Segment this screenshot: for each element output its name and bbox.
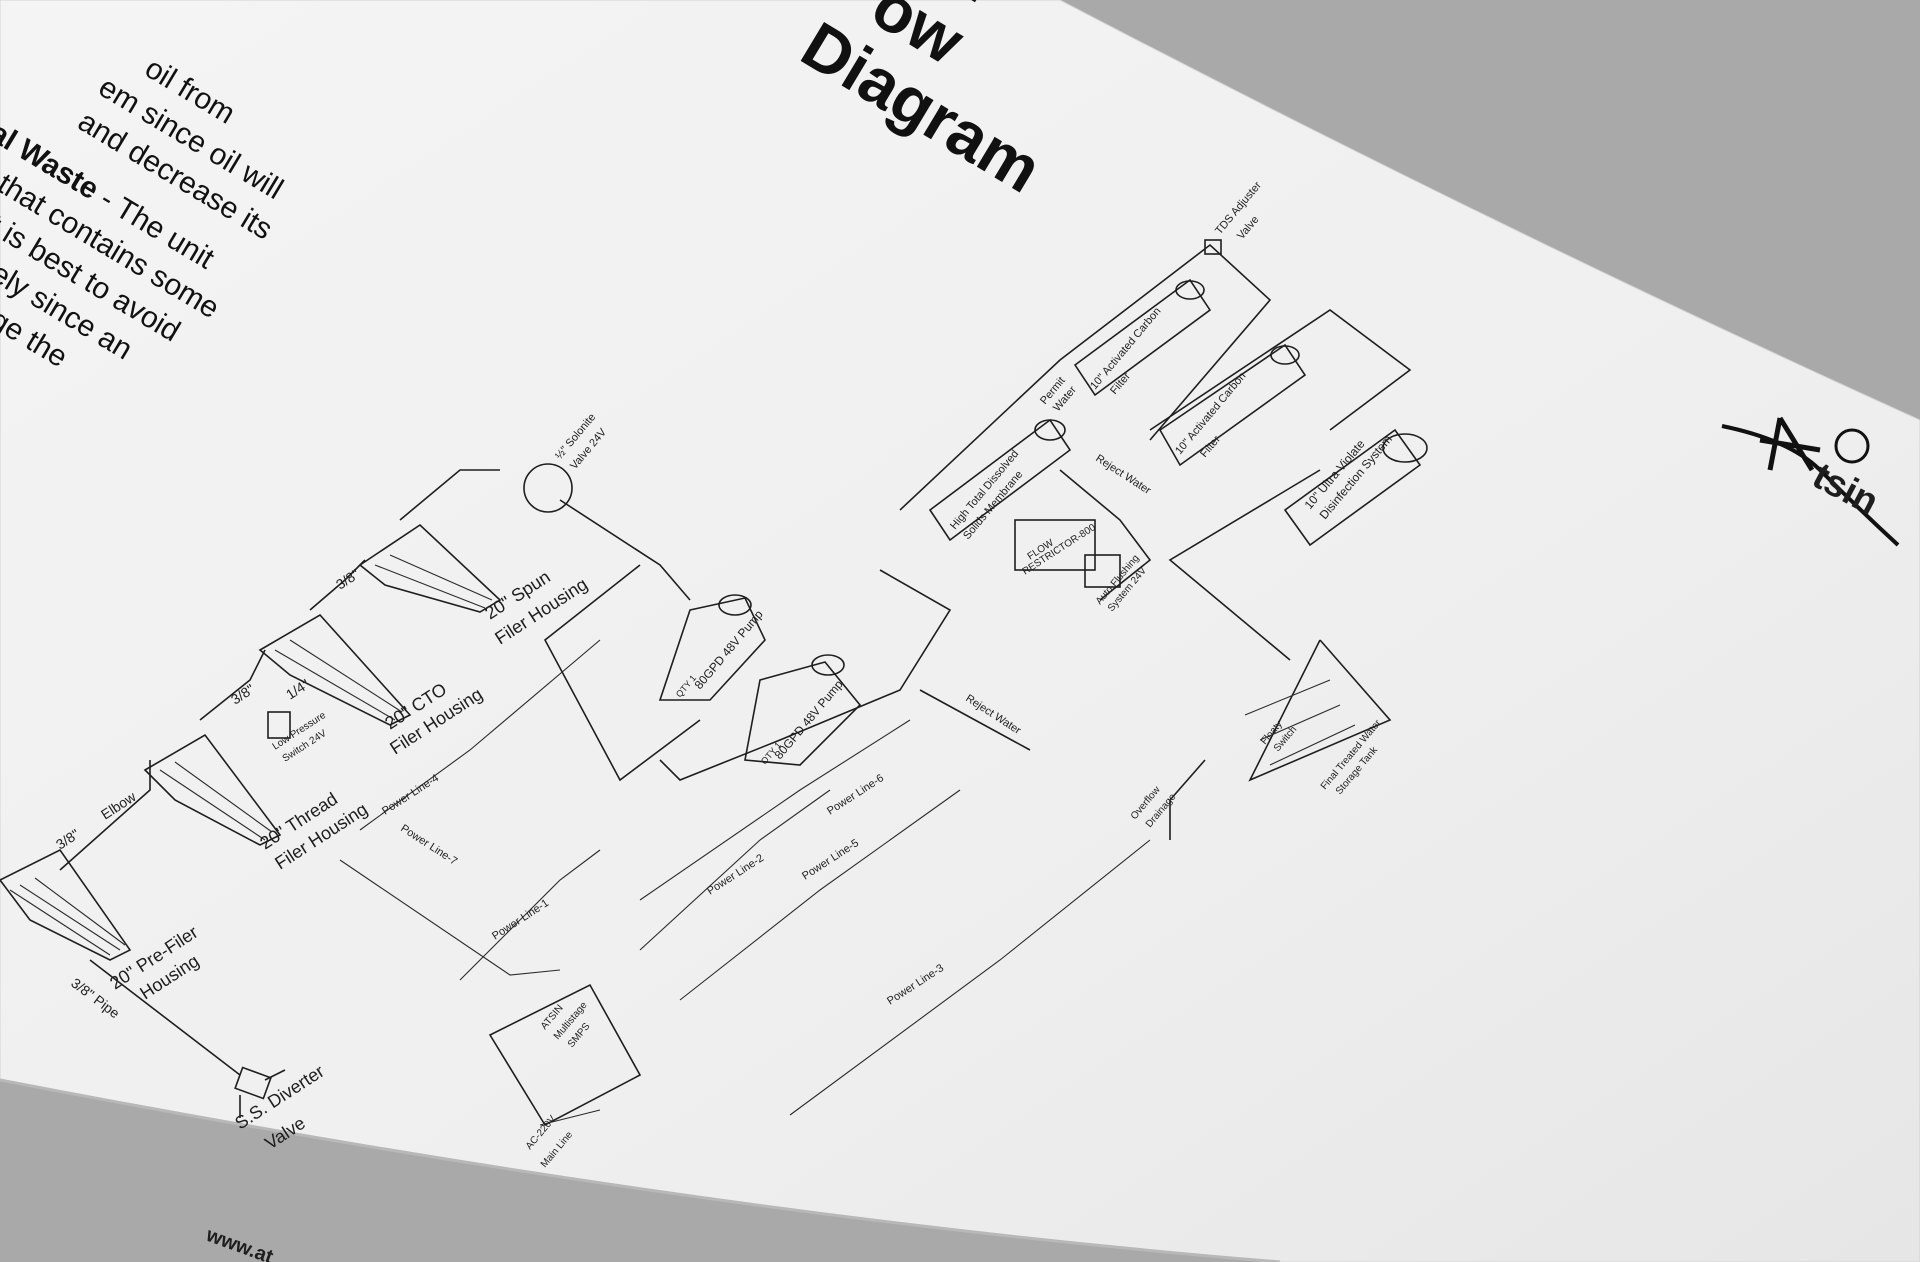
pump-1 <box>658 594 766 701</box>
pipe-thread-to-cto <box>199 649 266 721</box>
pipe-inlet <box>89 959 241 1076</box>
pipe-reject-2 <box>919 689 1031 751</box>
pipe-spun-to-solenoid <box>399 469 500 521</box>
membrane-housing <box>928 418 1072 542</box>
pipe-loop-pump2 <box>659 569 952 781</box>
pump-2 <box>744 654 862 766</box>
carbon-filter-1 <box>1073 278 1212 397</box>
power-line-2 <box>639 789 831 951</box>
pipe-solenoid-out <box>559 499 691 601</box>
power-line-4 <box>359 639 601 831</box>
power-line-6 <box>639 719 911 901</box>
logo-swoosh-icon <box>1721 424 1900 547</box>
auto-flushing-system <box>1084 554 1121 588</box>
pipe-cto-to-spun <box>309 559 366 611</box>
pipe-prefilter-to-thread <box>59 760 151 871</box>
tank-water-lines <box>1244 679 1356 766</box>
flow-restrictor <box>1014 519 1096 571</box>
prefilter-housing <box>0 848 132 961</box>
carbon-filter-2 <box>1158 343 1307 467</box>
tds-adjuster-valve <box>1204 239 1222 255</box>
footer-url: www.at <box>202 1224 276 1262</box>
pipe-outer-top <box>899 243 1272 511</box>
paper-shadow-edge <box>0 1078 1281 1262</box>
solenoid-valve <box>523 463 573 513</box>
power-line-7 <box>339 859 561 976</box>
overflow-pipe <box>1169 759 1206 840</box>
power-line-main <box>539 1109 601 1126</box>
pipe-loop-pump1 <box>543 564 701 782</box>
low-pressure-switch <box>267 711 291 739</box>
uv-disinfection-system <box>1283 428 1428 547</box>
spun-filter-housing <box>358 523 502 613</box>
diverter-valve <box>234 1066 286 1118</box>
pipe-outer-right <box>1149 309 1412 431</box>
pipe-uv-to-tank <box>1168 469 1321 661</box>
storage-tank <box>1248 639 1392 782</box>
smps-box <box>488 983 642 1127</box>
cto-filter-housing <box>258 613 412 726</box>
power-line-3 <box>789 839 1151 1116</box>
power-line-5 <box>679 789 961 1001</box>
thread-filter-housing <box>143 733 282 846</box>
logo-a-icon <box>1759 416 1821 472</box>
logo-bulb-icon <box>1834 428 1870 464</box>
power-line-1 <box>459 849 601 981</box>
pipe-reject-1 <box>1059 469 1152 601</box>
